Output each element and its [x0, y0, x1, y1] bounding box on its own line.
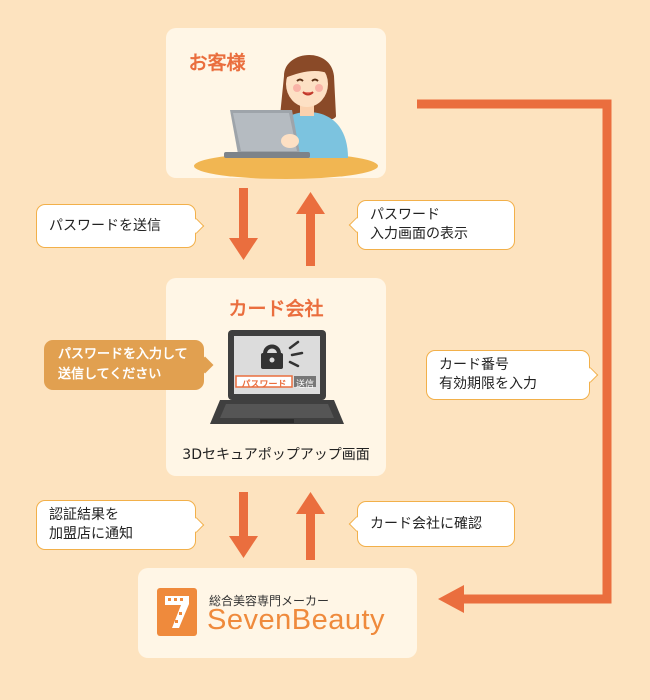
- bubble-confirm-card: カード会社に確認: [348, 501, 515, 547]
- arrow-up-show-password: [296, 192, 325, 266]
- bubble-notify: 認証結果を 加盟店に通知: [36, 500, 205, 550]
- bubble-show-password-line2: 入力画面の表示: [370, 226, 468, 242]
- bubble-send-password: パスワードを送信: [36, 204, 205, 248]
- customer-title: お客様: [188, 52, 246, 74]
- bubble-enter-password-line1: パスワードを入力して: [58, 347, 188, 362]
- bubble-card-info-line1: カード番号: [439, 357, 509, 373]
- arrow-down-notify: [229, 492, 258, 558]
- arrow-card-info: [417, 99, 612, 613]
- bubble-card-info: カード番号 有効期限を入力: [426, 350, 599, 400]
- arrow-up-confirm: [296, 492, 325, 560]
- bubble-card-info-line2: 有効期限を入力: [439, 376, 537, 392]
- seven-logo-icon: [157, 588, 197, 636]
- bubble-show-password-line1: パスワード: [370, 207, 440, 223]
- popup-caption: 3Dセキュアポップアップ画面: [182, 447, 370, 463]
- bubble-notify-line2: 加盟店に通知: [49, 526, 133, 542]
- bubble-enter-password-line2: 送信してください: [58, 367, 162, 382]
- customer-box: お客様: [166, 28, 386, 179]
- bubble-enter-password: パスワードを入力して 送信してください: [44, 340, 214, 390]
- bubble-send-password-text: パスワードを送信: [49, 217, 161, 234]
- laptop-password-label: パスワード: [241, 380, 287, 390]
- bubble-confirm-card-text: カード会社に確認: [370, 515, 482, 532]
- bubble-show-password: パスワード 入力画面の表示: [348, 200, 515, 250]
- card-company-title: カード会社: [228, 298, 324, 320]
- laptop-illustration: [210, 330, 344, 424]
- bubble-notify-line1: 認証結果を: [49, 507, 119, 523]
- logo-name: SevenBeauty: [207, 604, 386, 636]
- customer-illustration: [194, 54, 378, 179]
- arrow-down-send-password: [229, 188, 258, 260]
- laptop-send-label: 送信: [295, 380, 314, 390]
- logo-subtitle: 総合美容専門メーカー: [209, 594, 330, 608]
